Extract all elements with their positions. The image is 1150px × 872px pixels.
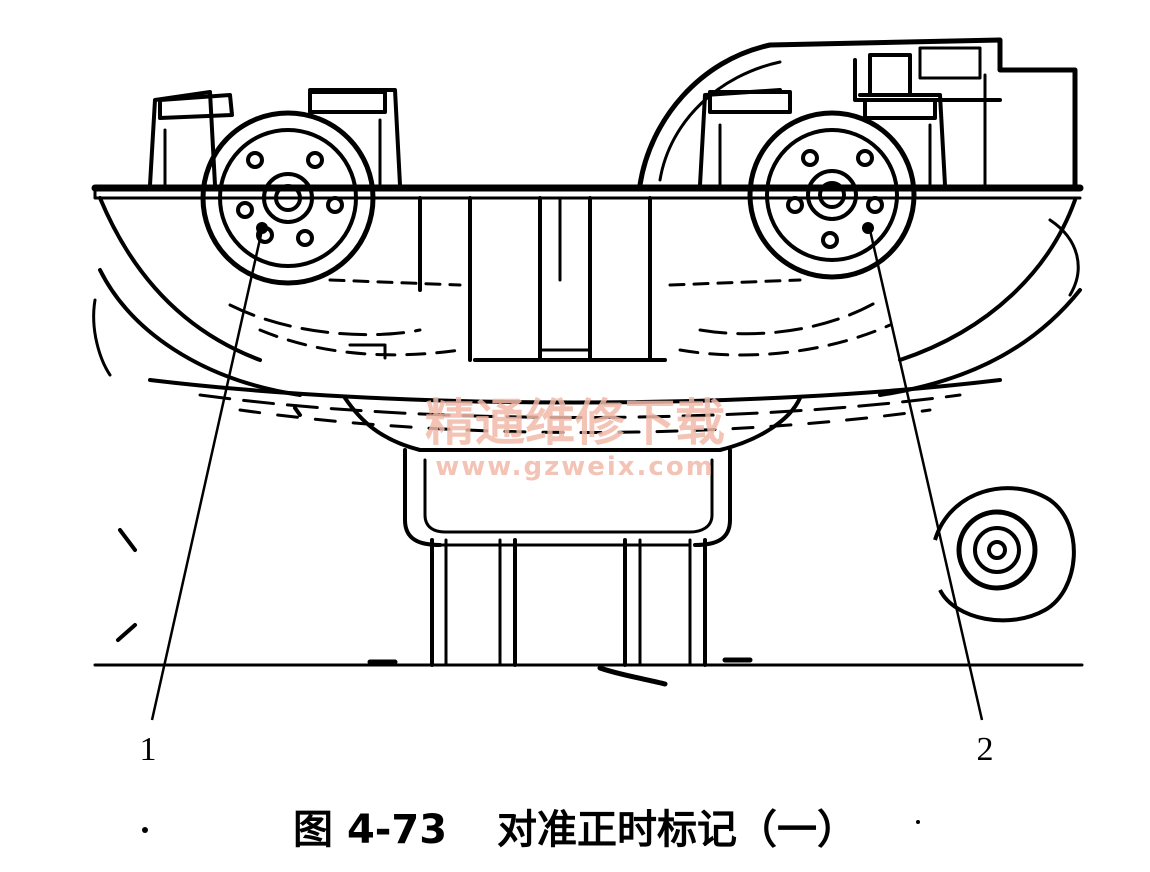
left-camshaft-sprocket [200,110,376,286]
timing-mark-2 [862,222,874,234]
callout-label-1: 1 [140,731,157,768]
speck [142,827,148,833]
figure-caption: 图 4-73 对准正时标记（一） [293,807,857,853]
figure-number: 图 4-73 [293,807,447,853]
leader-line-1 [150,229,264,721]
leader-line-2 [868,229,984,721]
figure-title: 对准正时标记（一） [497,807,857,853]
speck [916,820,920,824]
watermark-text: 精通维修下载 [425,393,725,452]
right-side-pulley [933,486,1076,623]
watermark-url: www.gzweix.com [435,452,715,482]
timing-mark-1 [256,222,268,234]
cylinder-head-drawing [91,37,1084,687]
right-camshaft-sprocket [747,110,917,280]
callout-label-2: 2 [977,731,994,768]
